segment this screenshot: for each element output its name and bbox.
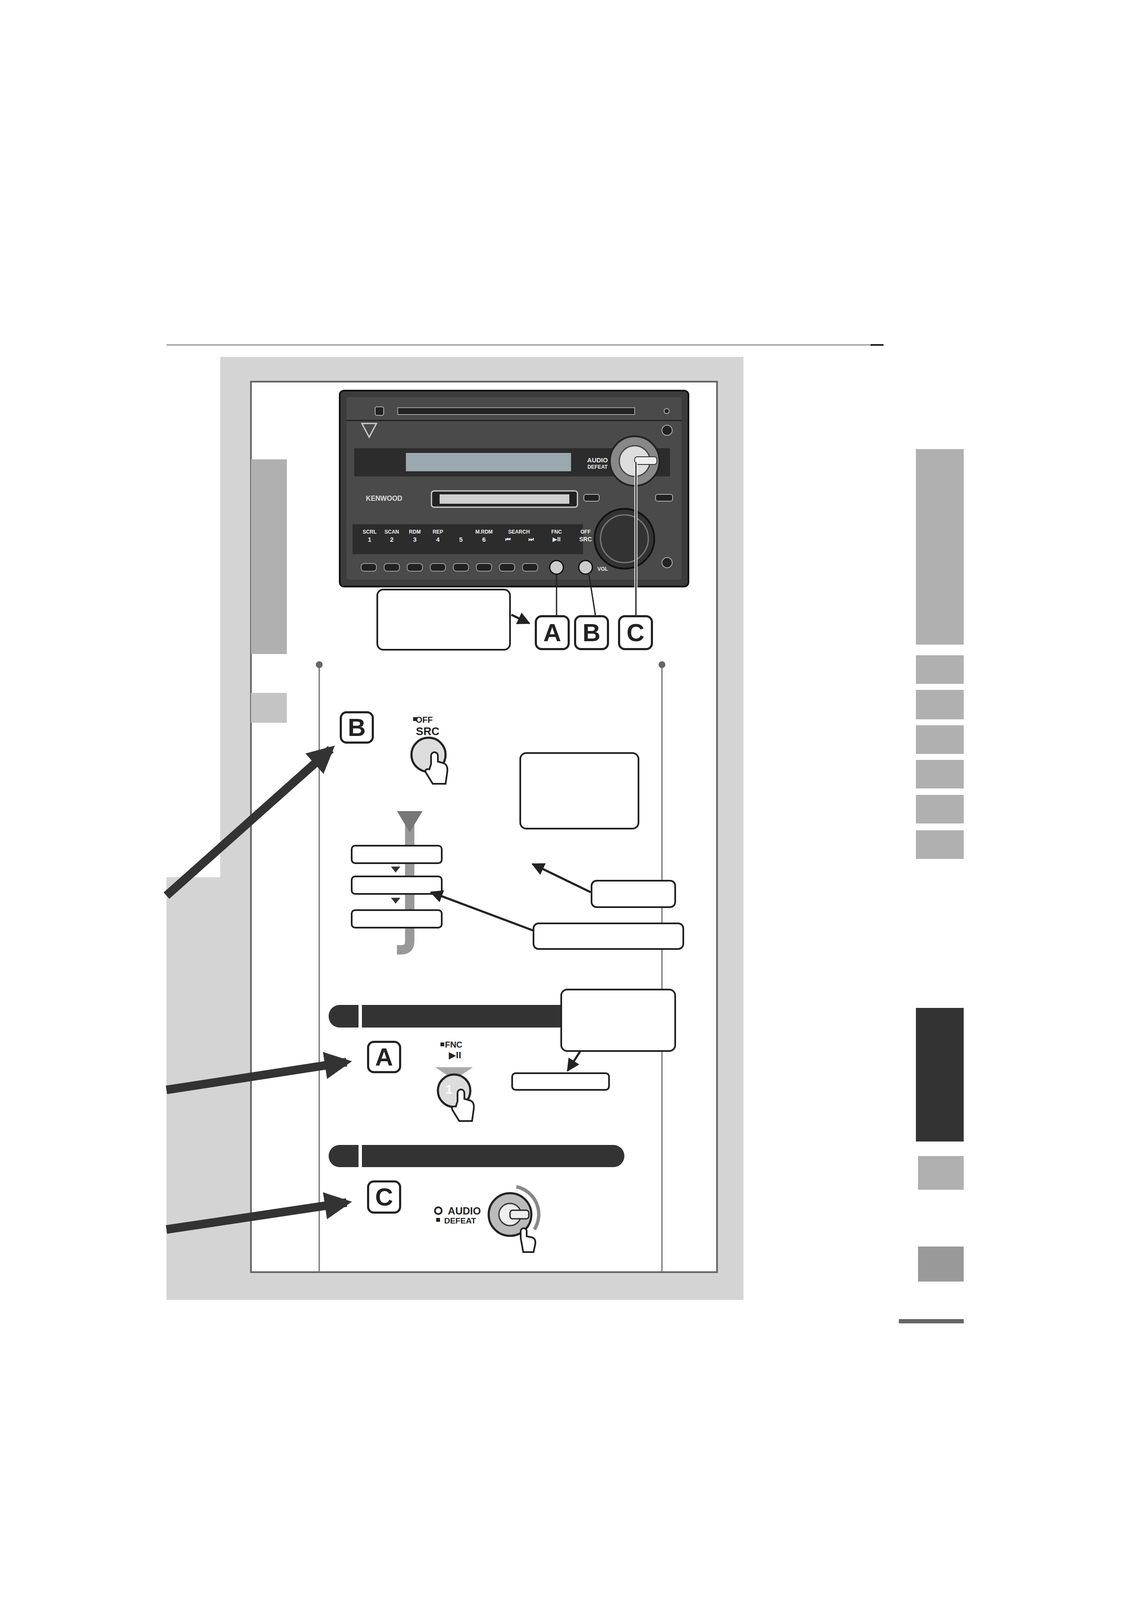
panel-marking: SCAN bbox=[384, 529, 400, 535]
callout-letter-box: A bbox=[367, 1040, 402, 1073]
callout-letter-box: C bbox=[617, 615, 653, 651]
panel-marking: SEARCH bbox=[508, 529, 531, 535]
panel-marking: AUDIO bbox=[587, 456, 608, 464]
panel-marking: SRC bbox=[579, 536, 592, 543]
control-label: ▶II bbox=[448, 1049, 461, 1060]
panel-marking: ⏮ bbox=[505, 536, 511, 543]
panel-marking: M.RDM bbox=[475, 529, 493, 535]
callout-letter: A bbox=[543, 620, 562, 645]
panel-marking: REP bbox=[432, 529, 444, 535]
callout-letter: C bbox=[626, 620, 645, 645]
control-label: AUDIO bbox=[447, 1205, 481, 1216]
callout-letter: A bbox=[375, 1044, 394, 1070]
panel-marking: 3 bbox=[413, 536, 417, 543]
panel-marking: 6 bbox=[482, 536, 486, 543]
panel-marking: 4 bbox=[436, 536, 440, 543]
callout-letter: B bbox=[347, 714, 366, 740]
panel-marking: 5 bbox=[459, 536, 463, 543]
callout-letter-box: B bbox=[574, 615, 610, 651]
panel-marking: 1 bbox=[367, 536, 372, 543]
control-label: 1 bbox=[445, 1082, 453, 1097]
panel-marking: VOL bbox=[597, 566, 609, 572]
panel-marking: OFF bbox=[580, 529, 591, 535]
panel-marking: KENWOOD bbox=[365, 495, 403, 503]
panel-marking: DEFEAT bbox=[587, 464, 608, 470]
control-label: SRC bbox=[416, 725, 440, 738]
panel-marking: ⏭ bbox=[528, 536, 534, 543]
panel-marking: FNC bbox=[551, 529, 563, 535]
control-label: DEFEAT bbox=[444, 1216, 477, 1225]
panel-marking: 2 bbox=[390, 536, 394, 543]
callout-letter: C bbox=[375, 1184, 394, 1210]
control-label: OFF bbox=[415, 715, 433, 725]
panel-marking: ▶II bbox=[552, 536, 561, 543]
panel-marking: RDM bbox=[408, 529, 421, 535]
panel-marking: SCRL bbox=[362, 529, 377, 535]
callout-letter-box: B bbox=[339, 711, 374, 744]
callout-letter: B bbox=[582, 620, 601, 645]
control-label: FNC bbox=[444, 1040, 463, 1050]
callout-letter-box: C bbox=[367, 1180, 402, 1214]
callout-letter-box: A bbox=[534, 615, 570, 651]
